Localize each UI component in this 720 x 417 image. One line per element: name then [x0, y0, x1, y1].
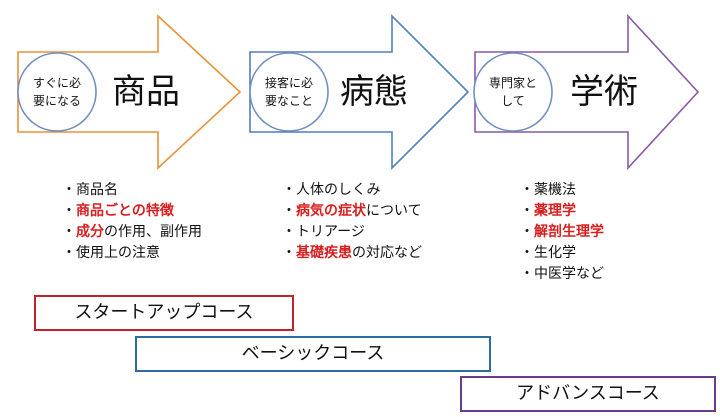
- stage-1-circle-line2: 要になる: [32, 94, 81, 108]
- list-item: 薬機法: [520, 180, 604, 201]
- list-item: トリアージ: [282, 222, 422, 243]
- stage-3-circle-label: 専門家と して: [479, 74, 547, 110]
- list-item-rest: の作用、副作用: [104, 224, 202, 240]
- course-basic: ベーシックコース: [135, 336, 491, 372]
- list-item: 商品名: [62, 180, 202, 201]
- stage-2-title: 病態: [340, 72, 408, 112]
- list-item: 成分の作用、副作用: [62, 222, 202, 243]
- stage-2-circle-line1: 接客に必: [264, 76, 313, 90]
- list-item-rest: について: [366, 203, 422, 219]
- course-startup: スタートアップコース: [34, 295, 294, 331]
- list-item: 人体のしくみ: [282, 180, 422, 201]
- list-item: 中医学など: [520, 264, 604, 285]
- list-item: 解剖生理学: [520, 222, 604, 243]
- list-item: 商品ごとの特徴: [62, 201, 202, 222]
- stage-3-title: 学術: [570, 72, 638, 112]
- stage-3-list: 薬機法 薬理学 解剖生理学 生化学 中医学など: [520, 180, 604, 285]
- list-item-rest: の対応など: [352, 245, 422, 261]
- stage-1-title: 商品: [112, 72, 180, 112]
- course-advance: アドバンスコース: [460, 376, 716, 412]
- stage-3-circle-line1: 専門家と: [488, 76, 537, 90]
- stage-2-circle-line2: 要なこと: [264, 94, 313, 108]
- list-item-highlight: 成分: [76, 224, 104, 240]
- stage-2-arrow: [249, 14, 470, 170]
- stage-2-list: 人体のしくみ 病気の症状について トリアージ 基礎疾患の対応など: [282, 180, 422, 264]
- stage-2-circle: [249, 52, 329, 132]
- stage-3-arrow: [474, 13, 700, 171]
- list-item-highlight: 病気の症状: [296, 203, 366, 219]
- stage-1-circle: [17, 52, 97, 132]
- stage-3-circle-line2: して: [501, 94, 525, 108]
- list-item: 基礎疾患の対応など: [282, 243, 422, 264]
- stage-1-circle-line1: すぐに必: [32, 76, 81, 90]
- stage-2-circle-label: 接客に必 要なこと: [255, 74, 323, 110]
- stage-1-circle-label: すぐに必 要になる: [23, 74, 91, 110]
- stage-3-circle: [473, 52, 553, 132]
- list-item: 使用上の注意: [62, 243, 202, 264]
- list-item: 薬理学: [520, 201, 604, 222]
- list-item: 生化学: [520, 243, 604, 264]
- stage-1-list: 商品名 商品ごとの特徴 成分の作用、副作用 使用上の注意: [62, 180, 202, 264]
- list-item: 病気の症状について: [282, 201, 422, 222]
- list-item-highlight: 基礎疾患: [296, 245, 352, 261]
- stage-1-arrow: [17, 14, 242, 170]
